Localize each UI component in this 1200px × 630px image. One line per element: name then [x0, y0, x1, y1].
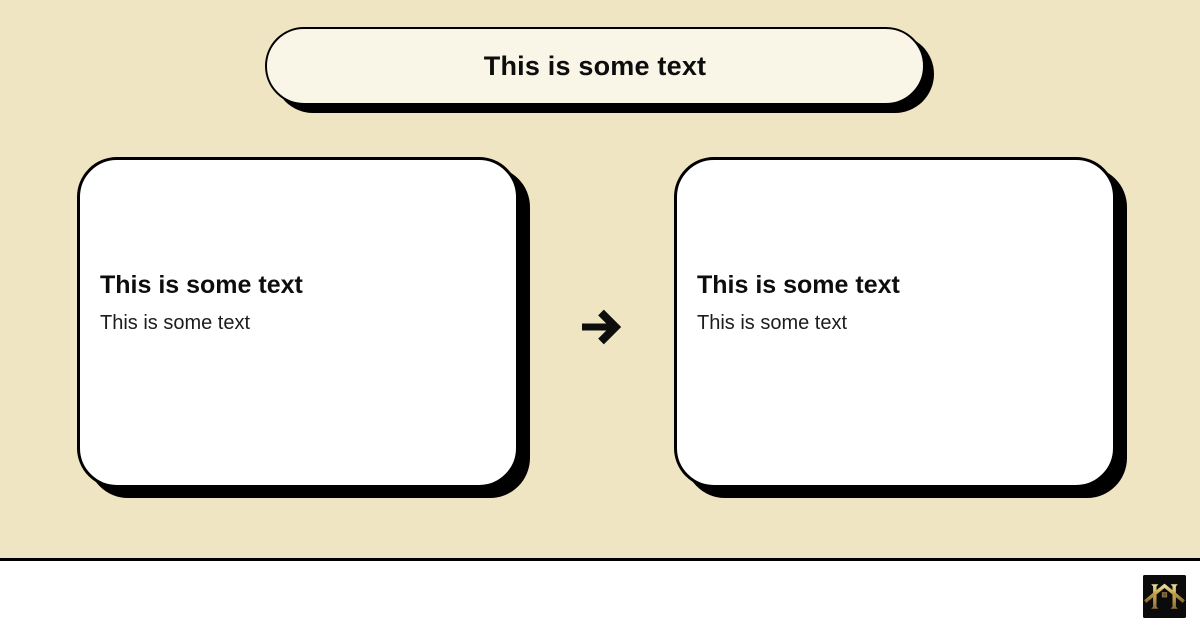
card-left: This is some text This is some text	[77, 157, 519, 488]
house-h-monogram-icon	[1143, 575, 1186, 618]
card-left-title: This is some text	[100, 271, 303, 299]
hero-section: This is some text This is some text This…	[0, 0, 1200, 561]
arrow-right-icon	[578, 305, 622, 349]
card-right-subtitle: This is some text	[697, 312, 848, 334]
card-left-subtitle: This is some text	[100, 312, 251, 334]
card-right: This is some text This is some text	[674, 157, 1116, 488]
footer	[0, 564, 1200, 630]
card-right-title: This is some text	[697, 271, 900, 299]
banner-title: This is some text	[483, 50, 707, 81]
title-banner: This is some text	[265, 27, 925, 105]
